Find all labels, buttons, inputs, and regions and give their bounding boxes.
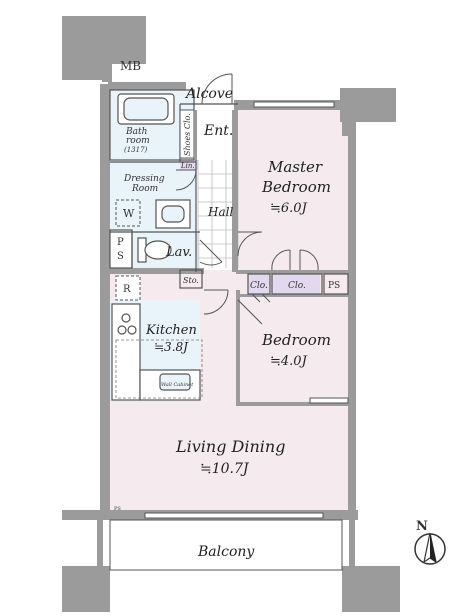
- label-bath-2: room: [126, 136, 150, 146]
- label-kitchen-cabinet: Wall Cabinet: [161, 382, 194, 388]
- label-storage: Sto.: [183, 276, 199, 285]
- label-bath-1: Bath: [125, 127, 147, 137]
- north-compass-icon: [414, 532, 446, 565]
- label-master-1: Master: [267, 158, 323, 176]
- bathtub: [117, 93, 175, 125]
- master-floor: [238, 110, 348, 272]
- label-master-2: Bedroom: [261, 178, 331, 196]
- label-linen: Lin.: [180, 162, 195, 170]
- label-alcove: Alcove: [184, 86, 233, 102]
- label-closet-1: Clo.: [250, 281, 268, 291]
- shoe-closet: [179, 109, 195, 159]
- label-ps-upper-1: P: [117, 237, 124, 248]
- label-kitchen: Kitchen: [145, 323, 197, 338]
- label-hall: Hall: [207, 205, 233, 219]
- linen-floor: [180, 160, 198, 170]
- label-lavatory: Lav.: [165, 245, 192, 260]
- doors: [175, 73, 319, 325]
- closet-floor-1: [248, 272, 270, 294]
- closet-floor-2: [272, 272, 320, 294]
- label-bedroom: Bedroom: [261, 331, 331, 349]
- vanity-sink: [155, 199, 191, 229]
- label-refrigerator: R: [123, 284, 131, 295]
- label-master-size: ≒6.0J: [270, 201, 308, 216]
- kitchen-wall-cabinet: [115, 339, 203, 399]
- label-entrance: Ent.: [203, 123, 233, 139]
- hall-tile-grid: [197, 160, 239, 268]
- balcony-floor: [109, 519, 343, 571]
- toilet: [137, 237, 172, 263]
- fridge-space: [115, 275, 141, 301]
- kitchen-counter: [111, 303, 201, 401]
- label-ps-right: PS: [328, 281, 340, 291]
- label-washer: W: [123, 207, 135, 220]
- washer-pan: [115, 199, 141, 227]
- label-dressing-1: Dressing: [123, 174, 165, 184]
- windows: [144, 101, 349, 519]
- label-ps-small: PS: [114, 506, 121, 512]
- label-bedroom-size: ≒4.0J: [270, 354, 308, 369]
- label-bath-size: (1317): [124, 146, 148, 154]
- label-kitchen-size: ≒3.8J: [154, 340, 189, 354]
- label-living: Living Dining: [175, 437, 285, 456]
- bedroom-floor: [238, 295, 348, 405]
- label-ps-upper-2: S: [117, 251, 124, 262]
- label-mb: MB: [120, 59, 141, 73]
- label-closet-2: Clo.: [288, 281, 306, 291]
- label-shoes-closet: Shoes Clo.: [183, 113, 192, 156]
- label-dressing-2: Room: [131, 184, 158, 194]
- label-living-size: ≒10.7J: [200, 461, 250, 477]
- label-balcony: Balcony: [197, 544, 255, 560]
- compass-north-label: N: [416, 519, 428, 534]
